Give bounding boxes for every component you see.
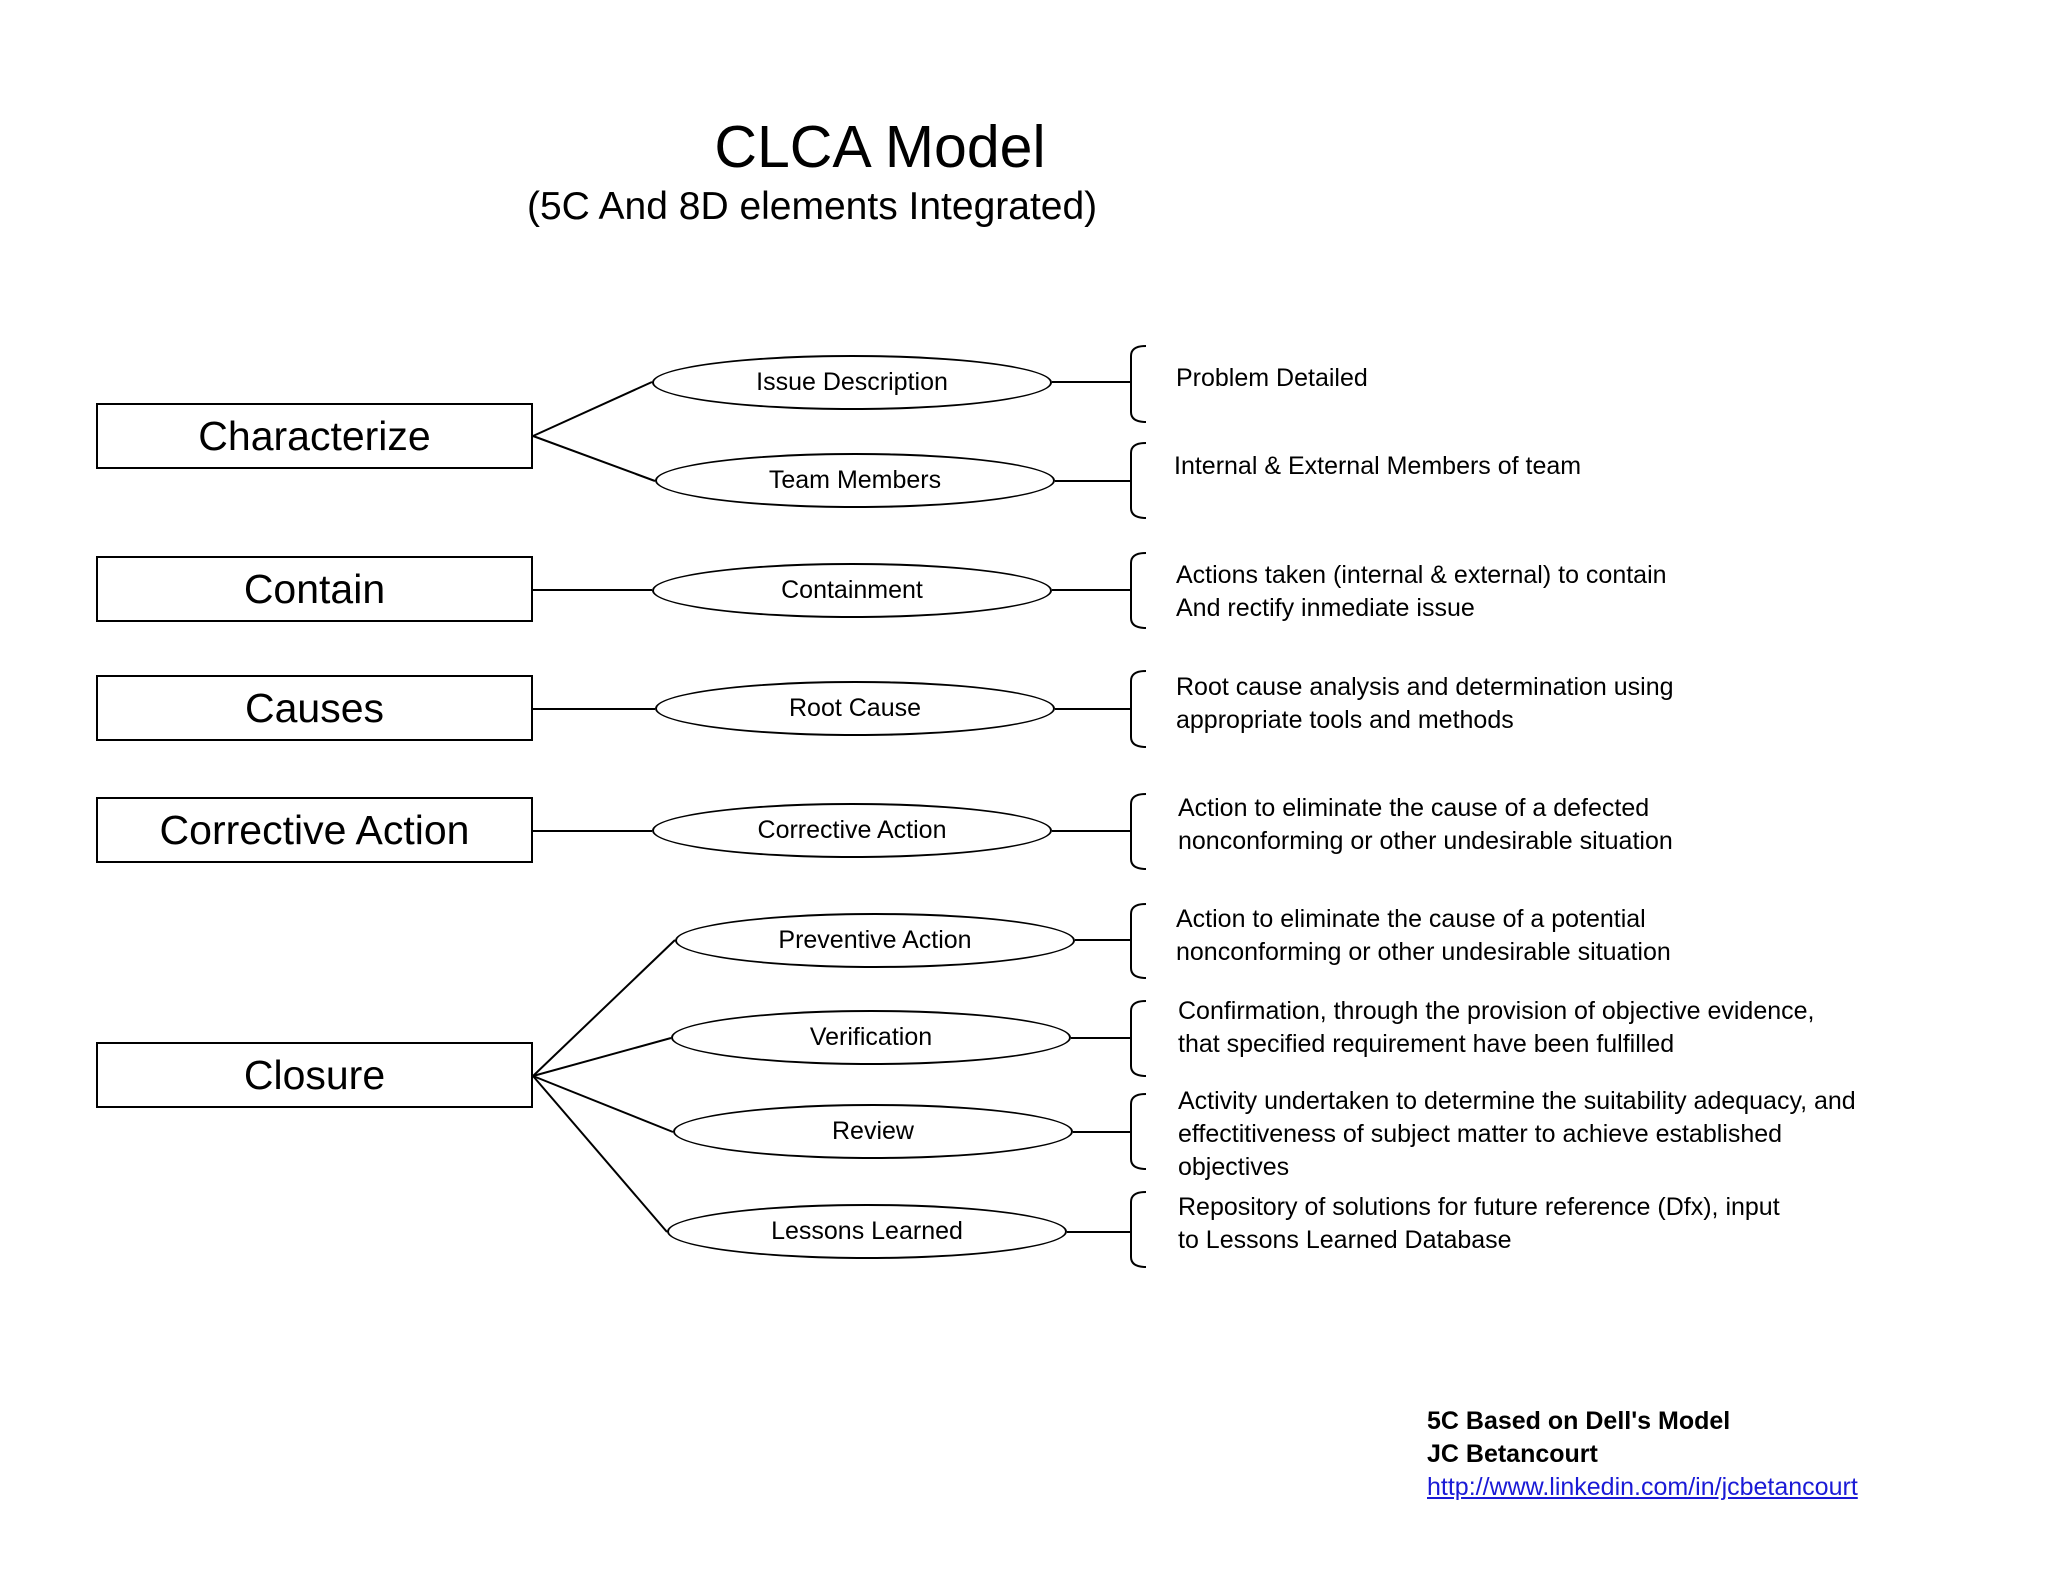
desc-line: Action to eliminate the cause of a defec… (1178, 794, 1650, 822)
brace-review (1130, 1093, 1147, 1170)
credit-line-model: 5C Based on Dell's Model (1427, 1407, 1731, 1435)
desc-containment: Actions taken (internal & external) to c… (1176, 559, 1667, 625)
desc-line: And rectify inmediate issue (1176, 594, 1475, 622)
desc-line: Problem Detailed (1176, 364, 1368, 392)
stage-characterize: Characterize (96, 403, 533, 469)
stage-causes: Causes (96, 675, 533, 741)
desc-review: Activity undertaken to determine the sui… (1178, 1085, 1856, 1184)
element-lessons-learned: Lessons Learned (667, 1204, 1067, 1259)
brace-containment (1130, 552, 1147, 629)
desc-line: nonconforming or other undesirable situa… (1178, 827, 1673, 855)
desc-line: Action to eliminate the cause of a poten… (1176, 905, 1646, 933)
element-verification: Verification (671, 1010, 1071, 1065)
desc-line: to Lessons Learned Database (1178, 1226, 1512, 1254)
desc-team-members: Internal & External Members of team (1174, 450, 1581, 483)
brace-verification (1130, 1000, 1147, 1077)
diagram-title: CLCA Model (714, 114, 1046, 180)
desc-line: objectives (1178, 1153, 1290, 1181)
element-preventive-action: Preventive Action (675, 913, 1075, 968)
desc-line: Confirmation, through the provision of o… (1178, 997, 1815, 1025)
desc-line: nonconforming or other undesirable situa… (1176, 938, 1671, 966)
credit-block: 5C Based on Dell's Model JC Betancourt h… (1427, 1405, 1858, 1504)
brace-team (1130, 442, 1147, 519)
connector-closure-review (532, 1075, 674, 1133)
connector-closure-preventive (532, 939, 676, 1077)
stage-contain: Contain (96, 556, 533, 622)
element-review: Review (673, 1104, 1073, 1159)
desc-line: Actions taken (internal & external) to c… (1176, 561, 1667, 589)
credit-line-author: JC Betancourt (1427, 1440, 1598, 1468)
element-issue-description: Issue Description (652, 355, 1052, 410)
desc-line: that specified requirement have been ful… (1178, 1030, 1675, 1058)
desc-line: Repository of solutions for future refer… (1178, 1193, 1780, 1221)
desc-line: effectitiveness of subject matter to ach… (1178, 1120, 1783, 1148)
stage-corrective-action: Corrective Action (96, 797, 533, 863)
connector-closure-lessons (532, 1075, 668, 1233)
diagram-subtitle: (5C And 8D elements Integrated) (527, 185, 1098, 228)
desc-verification: Confirmation, through the provision of o… (1178, 995, 1814, 1061)
desc-line: Internal & External Members of team (1174, 452, 1582, 480)
credit-linkedin-link[interactable]: http://www.linkedin.com/in/jcbetancourt (1427, 1473, 1858, 1501)
connector-closure-verification (532, 1037, 672, 1077)
connector-characterize-team (532, 435, 656, 482)
desc-issue-description: Problem Detailed (1176, 362, 1368, 395)
brace-rootcause (1130, 670, 1147, 748)
stage-closure: Closure (96, 1042, 533, 1108)
connector-characterize-issue (532, 381, 653, 437)
desc-preventive-action: Action to eliminate the cause of a poten… (1176, 903, 1671, 969)
desc-root-cause: Root cause analysis and determination us… (1176, 671, 1674, 737)
element-corrective-action: Corrective Action (652, 803, 1052, 858)
element-root-cause: Root Cause (655, 681, 1055, 736)
desc-line: Root cause analysis and determination us… (1176, 673, 1674, 701)
desc-line: Activity undertaken to determine the sui… (1178, 1087, 1856, 1115)
desc-lessons-learned: Repository of solutions for future refer… (1178, 1191, 1780, 1257)
element-team-members: Team Members (655, 453, 1055, 508)
desc-corrective-action: Action to eliminate the cause of a defec… (1178, 792, 1673, 858)
element-containment: Containment (652, 563, 1052, 618)
brace-preventive (1130, 903, 1147, 979)
brace-corrective (1130, 793, 1147, 870)
brace-lessons (1130, 1191, 1147, 1268)
brace-issue (1130, 345, 1147, 423)
desc-line: appropriate tools and methods (1176, 706, 1514, 734)
